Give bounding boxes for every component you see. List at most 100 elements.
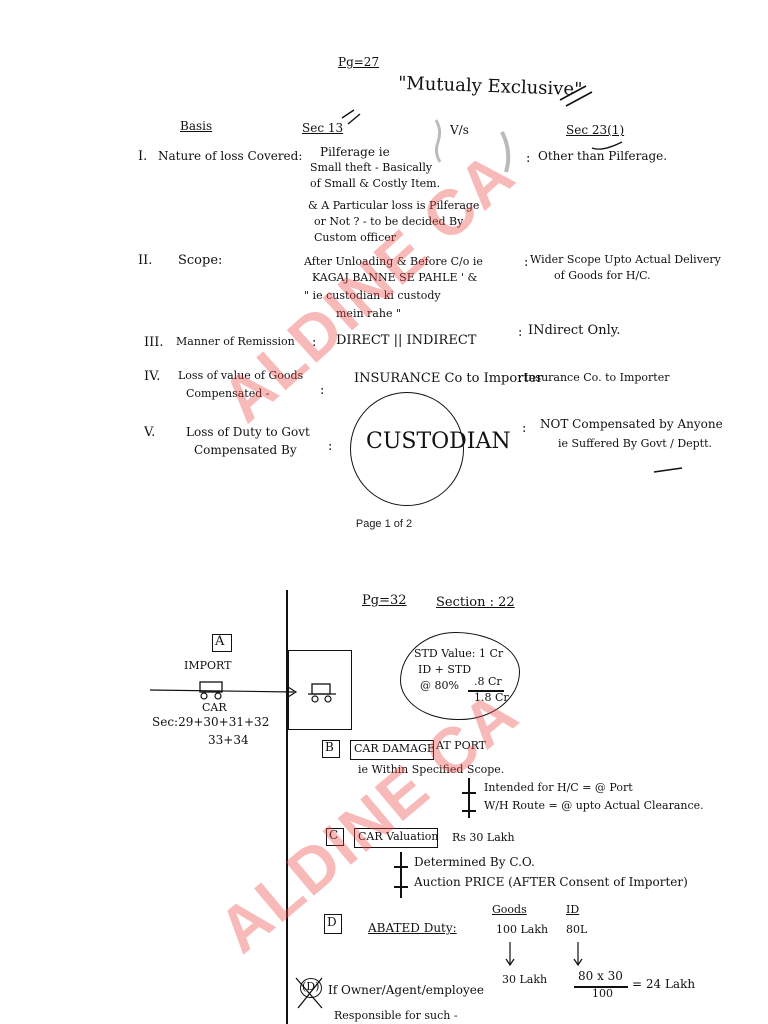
label-b-box (322, 740, 340, 758)
section-title: Section : 22 (436, 595, 515, 610)
abated-duty-text: ABATED Duty: (368, 921, 457, 935)
label-c: C (329, 828, 339, 842)
document-page-1: Pg=27 "Mutualy Exclusive" Basis Sec 13 V… (18, 42, 750, 517)
colon: : (522, 421, 527, 436)
car-damage-box (350, 740, 434, 760)
colon: : (328, 439, 333, 454)
row-1-sec13-line: & A Particular loss is Pilferage (308, 199, 480, 212)
tick-marks-2 (341, 109, 361, 125)
row-2-sec13-line: mein rahe " (336, 307, 402, 320)
car-valuation-text: CAR Valuation (358, 830, 439, 843)
std-line: STD Value: 1 Cr (414, 647, 504, 660)
row-4-sec13-text: INSURANCE Co to Importer (354, 371, 543, 386)
sections-ref-2: 33+34 (208, 733, 249, 747)
d-result-2: = 24 Lakh (632, 977, 696, 991)
row-5-sec13-text: CUSTODIAN (366, 429, 511, 454)
vs-label: V/s (450, 123, 469, 137)
label-c-box (326, 828, 344, 846)
row-1-sec23-text: Other than Pilferage. (538, 149, 668, 163)
std-line: @ 80% (420, 679, 459, 692)
col-basis-header: Basis (180, 119, 213, 133)
row-3-sec23-text: INdirect Only. (528, 323, 621, 338)
label-b: B (325, 740, 334, 754)
colon: : (518, 371, 523, 386)
scan-smudges (434, 119, 683, 473)
colon: : (526, 151, 531, 166)
row-2-sec23-line: of Goods for H/C. (554, 269, 651, 282)
car-arrow (149, 681, 298, 700)
row-3-sec13-text: DIRECT || INDIRECT (336, 333, 477, 348)
row-1-sec13-line: Custom officer (314, 231, 397, 244)
branch-line (400, 852, 402, 898)
id-header: ID (566, 903, 580, 916)
row-4-sec23-text: Insurance Co. to Importer (524, 371, 670, 384)
page-ref: Pg=32 (362, 593, 407, 608)
custodian-circle (350, 392, 464, 506)
fraction-line (574, 986, 628, 988)
branch-line (468, 778, 470, 818)
row-4-num: IV. (144, 369, 161, 384)
col-sec13-header: Sec 13 (302, 121, 344, 135)
row-1-sec13-line: of Small & Costly Item. (310, 177, 441, 190)
down-arrows (505, 942, 583, 967)
row-4-label-2: Compensated - (186, 387, 270, 400)
row-3-label: Manner of Remission (176, 335, 295, 348)
goods-header: Goods (492, 903, 527, 916)
import-label: IMPORT (184, 659, 232, 672)
row-5-sec23-line: NOT Compensated by Anyone (540, 417, 723, 431)
std-line: 1.8 Cr (474, 691, 509, 704)
row-5-label-2: Compensated By (194, 443, 297, 457)
b-sub-line: Intended for H/C = @ Port (484, 781, 633, 794)
label-a-box (212, 634, 232, 652)
branch-tick (462, 792, 476, 794)
std-value-cloud (400, 632, 520, 720)
at-port-text: AT PORT (436, 739, 487, 752)
label-d-box (324, 914, 342, 934)
colon: : (524, 255, 529, 270)
label-e: (D) (302, 980, 320, 993)
row-1-sec13-line: or Not ? - to be decided By (314, 215, 464, 228)
tick-marks (559, 85, 593, 107)
car-label: CAR (202, 701, 227, 714)
row-1-label: Nature of loss Covered: (158, 149, 303, 163)
sum-line (468, 690, 504, 692)
sections-ref: Sec:29+30+31+32 (152, 715, 270, 729)
branch-tick (394, 866, 408, 868)
row-5-sec23-line: ie Suffered By Govt / Deptt. (558, 437, 713, 450)
car-icon (308, 683, 336, 703)
row-2-num: II. (138, 253, 153, 268)
b-line-2: ie Within Specified Scope. (358, 763, 505, 776)
std-line: ID + STD (418, 663, 472, 676)
car-valuation-box (354, 828, 438, 848)
row-5-label: Loss of Duty to Govt (186, 425, 310, 439)
id-value: 80L (566, 923, 588, 936)
b-sub-line: W/H Route = @ upto Actual Clearance. (484, 799, 704, 812)
e-text: If Owner/Agent/employee (328, 983, 484, 997)
car-value: Rs 30 Lakh (452, 831, 515, 844)
label-d: D (327, 915, 337, 929)
row-1-num: I. (138, 149, 148, 164)
cross-mark (295, 977, 323, 1009)
car-damage-text: CAR DAMAGE (354, 742, 435, 755)
d-result-1: 30 Lakh (502, 973, 548, 986)
c-sub-line: Determined By C.O. (414, 855, 535, 869)
row-1-sec13-line: Pilferage ie (320, 145, 390, 159)
port-box (288, 650, 352, 730)
row-2-sec13-line: " ie custodian ki custody (304, 289, 441, 302)
row-4-label: Loss of value of Goods (178, 369, 304, 382)
colon: : (312, 335, 317, 350)
colon: : (320, 383, 325, 398)
label-a: A (215, 634, 225, 649)
row-1-sec13-line: Small theft - Basically (310, 161, 433, 174)
branch-tick (394, 886, 408, 888)
c-sub-line: Auction PRICE (AFTER Consent of Importer… (414, 875, 688, 889)
row-2-sec23-line: Wider Scope Upto Actual Delivery (530, 253, 721, 266)
row-3-num: III. (144, 335, 164, 350)
label-e-circle (300, 978, 322, 998)
row-2-sec13-line: KAGAJ BANNE SE PAHLE ' & (312, 271, 478, 284)
divider-line (286, 590, 288, 1024)
page-footer: Page 1 of 2 (355, 518, 413, 530)
row-2-sec13-line: After Unloading & Before C/o ie (304, 255, 483, 268)
page-ref: Pg=27 (338, 55, 380, 69)
goods-value: 100 Lakh (496, 923, 549, 936)
